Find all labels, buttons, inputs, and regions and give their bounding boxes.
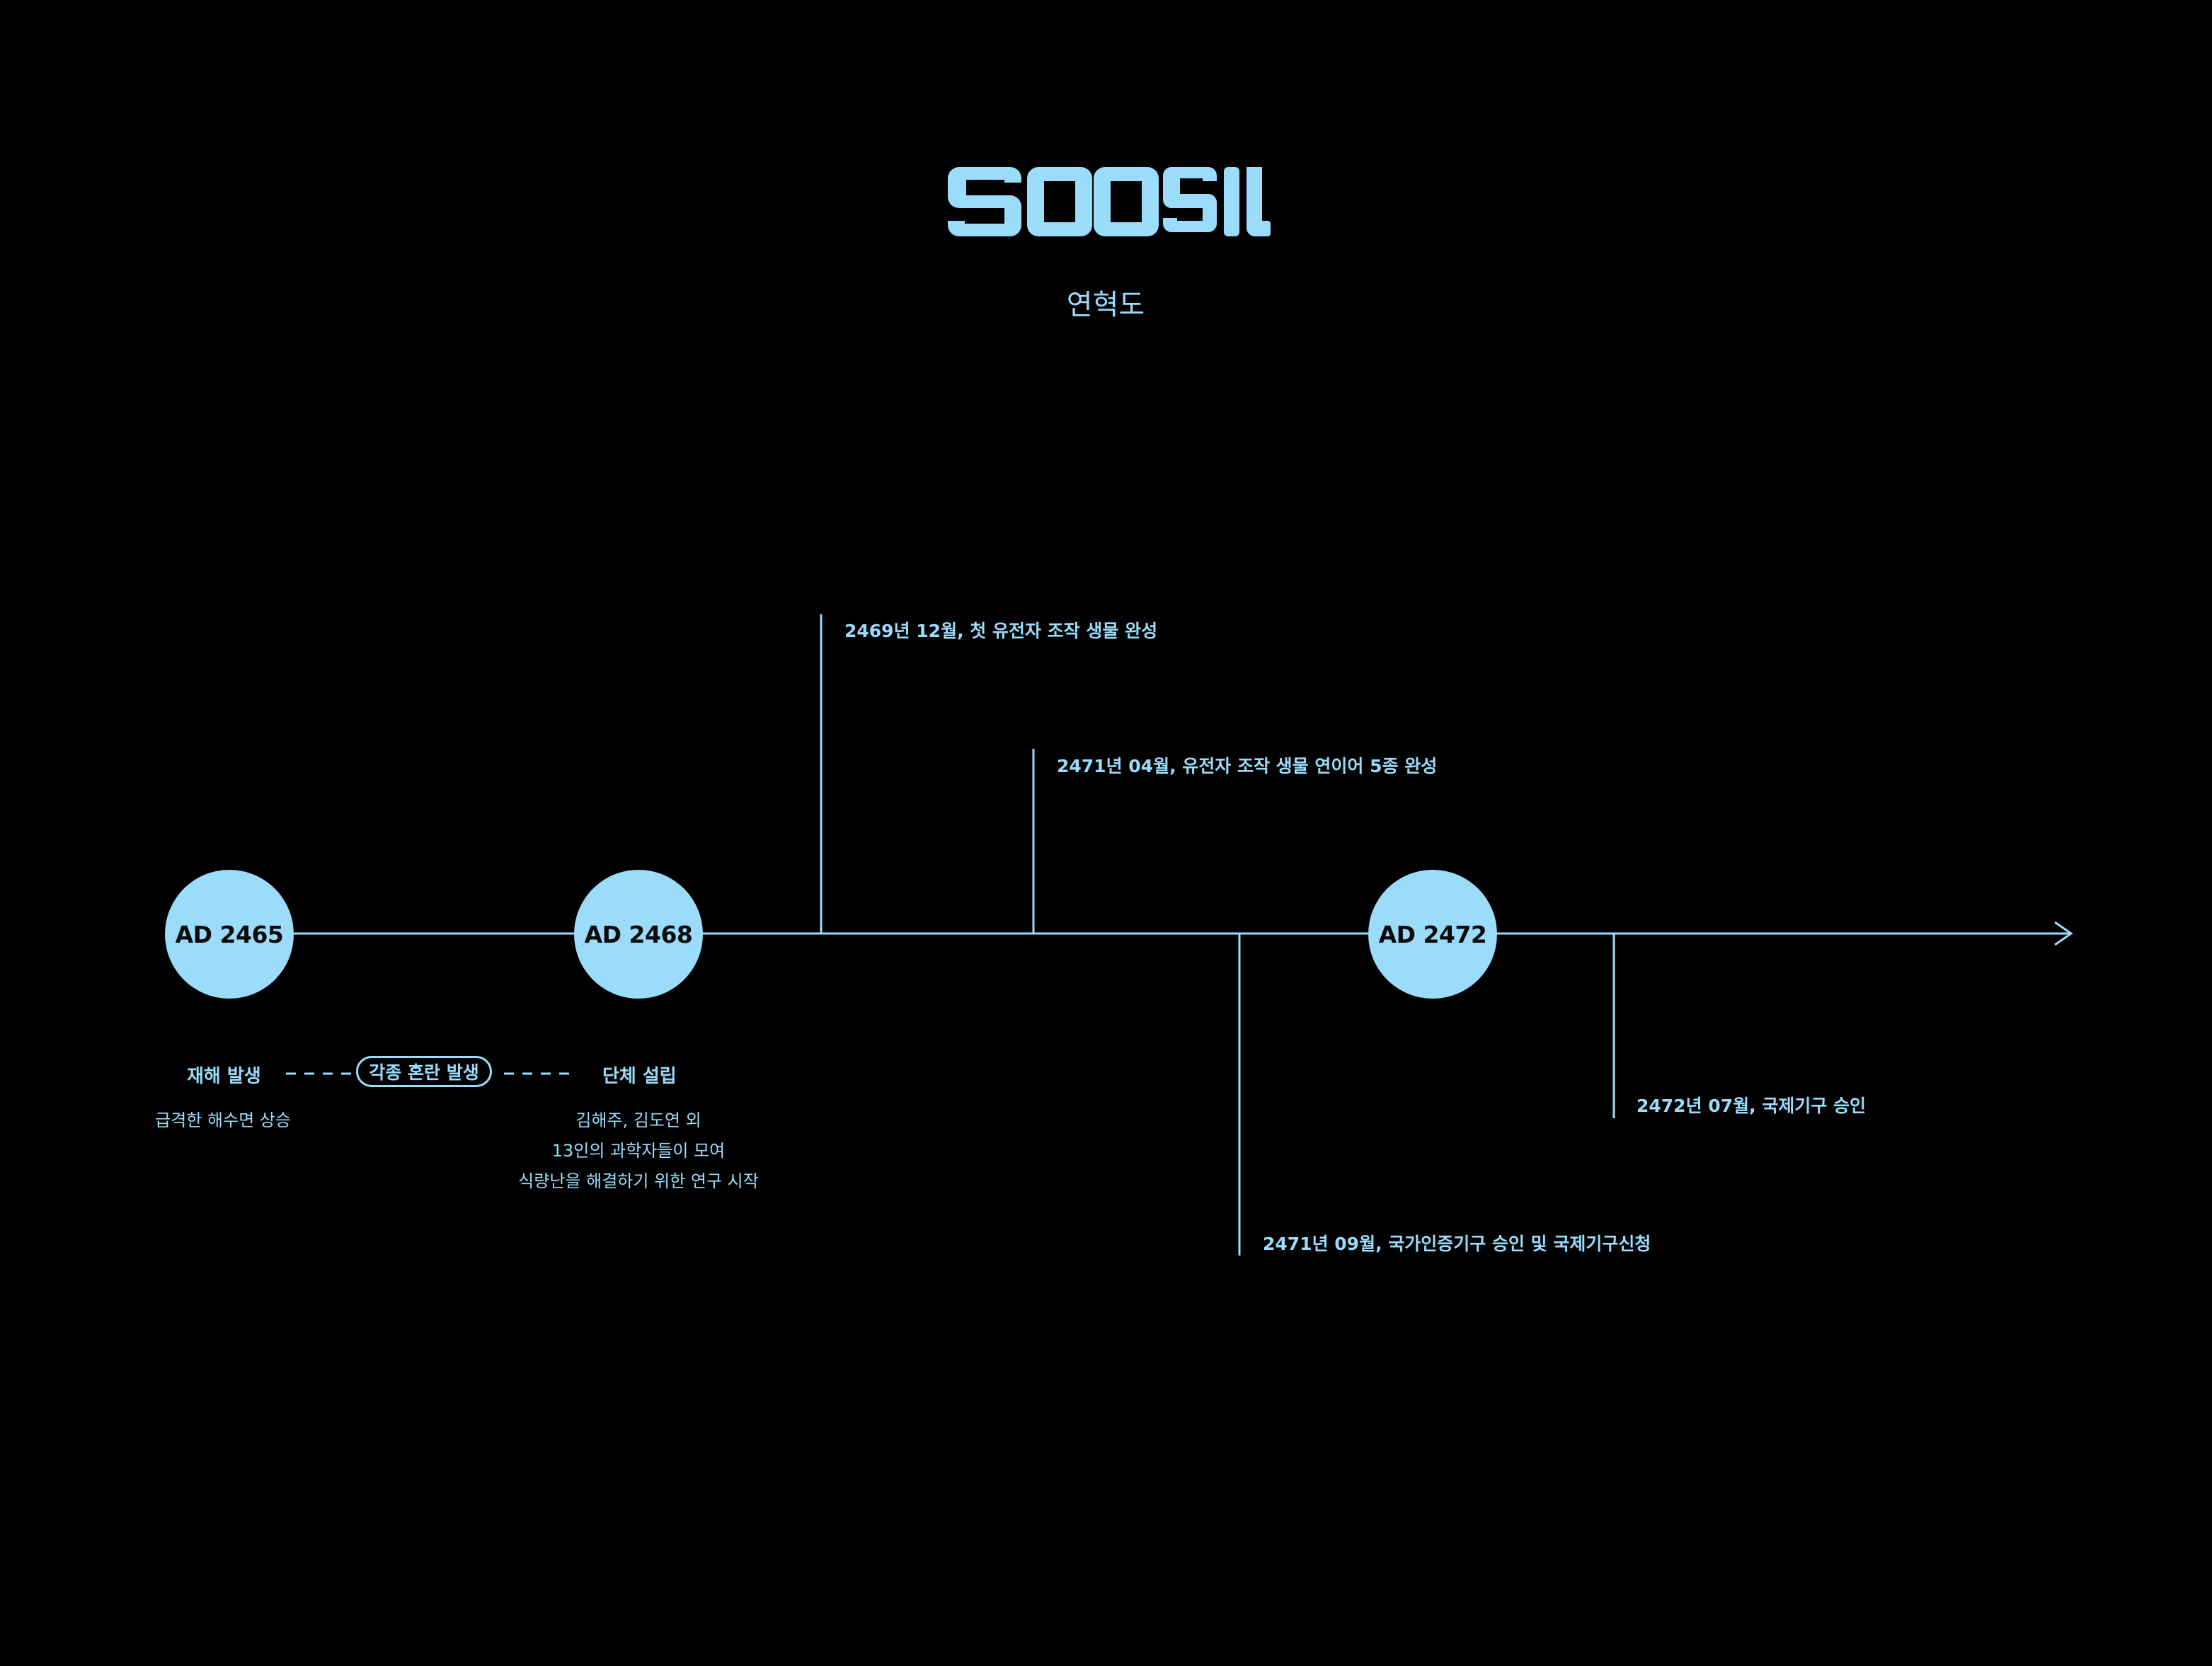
milestone-founding-desc-2: 13인의 과학자들이 모여	[551, 1141, 726, 1161]
event-label-2472-07: 2472년 07월, 국제기구 승인	[1637, 1096, 1866, 1116]
milestone-disaster-desc: 급격한 해수면 상승	[155, 1110, 291, 1130]
milestone-disaster-title: 재해 발생	[187, 1066, 261, 1087]
milestone-chaos-pill: 각종 혼란 발생	[356, 1056, 492, 1087]
timeline-node-2465: AD 2465	[165, 870, 294, 999]
milestone-founding-desc-1: 김해주, 김도연 외	[575, 1110, 701, 1130]
arrow-head-icon	[2054, 921, 2073, 946]
timeline-node-2468: AD 2468	[574, 870, 703, 999]
event-label-2471-09: 2471년 09월, 국가인증기구 승인 및 국제기구신청	[1263, 1234, 1651, 1254]
timeline-node-2472: AD 2472	[1368, 870, 1497, 999]
soosil-logo	[945, 164, 1271, 239]
milestone-founding-title: 단체 설립	[602, 1066, 677, 1087]
soosil-logo-graphic	[948, 167, 1271, 236]
event-label-2471-04: 2471년 04월, 유전자 조작 생물 연이어 5종 완성	[1057, 756, 1438, 776]
page-subtitle: 연혁도	[1066, 289, 1145, 321]
event-label-2469-12: 2469년 12월, 첫 유전자 조작 생물 완성	[844, 621, 1158, 641]
milestone-founding-desc-3: 식량난을 해결하기 위한 연구 시작	[518, 1171, 759, 1191]
